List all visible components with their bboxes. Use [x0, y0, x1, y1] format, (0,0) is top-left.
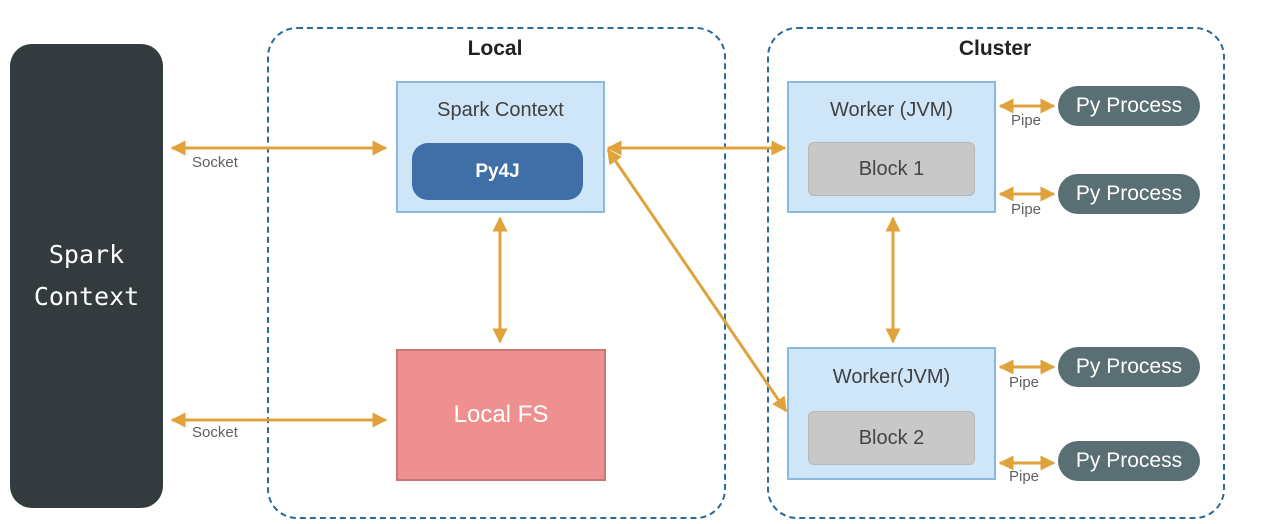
- spark-context-driver-label: Spark Context: [33, 240, 140, 311]
- cluster-region-title: Cluster: [958, 37, 1032, 60]
- local-region-title: Local: [467, 37, 523, 60]
- py-process-3: Py Process: [1058, 347, 1200, 387]
- py-process-4: Py Process: [1058, 441, 1200, 481]
- py4j-box: Py4J: [412, 143, 583, 200]
- pipe-label-4: Pipe: [1009, 468, 1040, 485]
- py-process-2: Py Process: [1058, 174, 1200, 214]
- py-process-1: Py Process: [1058, 86, 1200, 126]
- pipe-label-2: Pipe: [1011, 201, 1042, 218]
- pipe-label-3: Pipe: [1009, 374, 1040, 391]
- socket-label-top: Socket: [192, 154, 238, 171]
- block-1: Block 1: [808, 142, 975, 196]
- spark-context-box-title: Spark Context: [437, 99, 564, 121]
- spark-worker2-arrow: [606, 148, 788, 413]
- local-fs-box: Local FS: [396, 349, 606, 481]
- worker-2-title: Worker(JVM): [832, 366, 951, 388]
- spark-context-driver-panel: Spark Context: [10, 44, 163, 508]
- block-2: Block 2: [808, 411, 975, 465]
- socket-label-bottom: Socket: [192, 424, 238, 441]
- worker-1-title: Worker (JVM): [830, 99, 953, 121]
- pipe-label-1: Pipe: [1011, 112, 1042, 129]
